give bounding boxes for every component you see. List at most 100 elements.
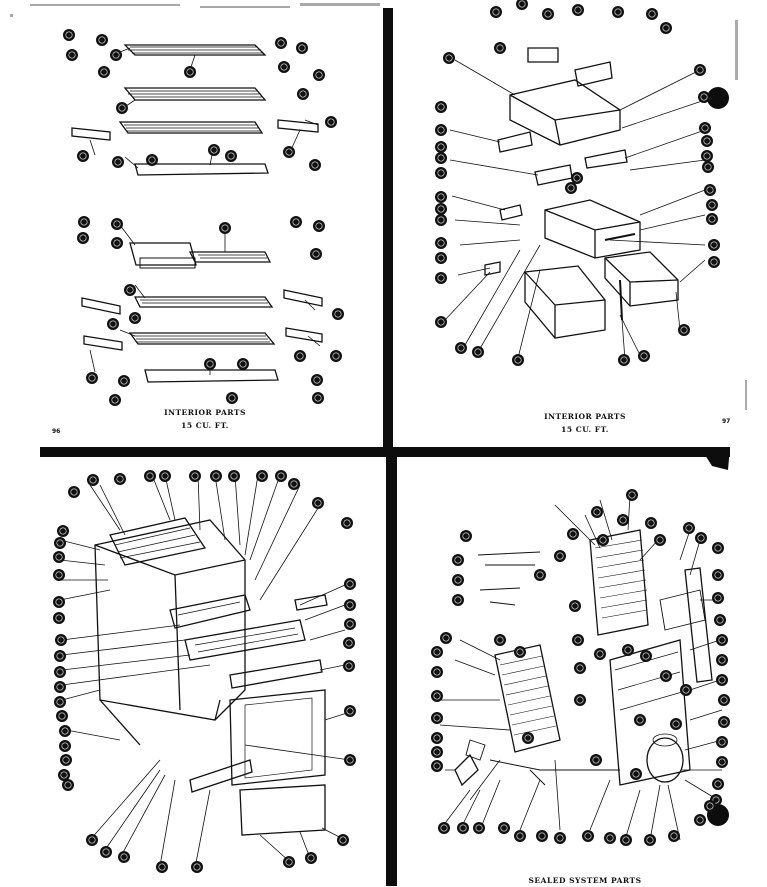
- callout-bubble: [435, 101, 447, 113]
- callout-bubble-ring: [703, 152, 711, 160]
- callout-bubble: [431, 746, 443, 758]
- callout-bubble: [62, 779, 74, 791]
- callout-bubble-ring: [708, 215, 716, 223]
- caption-line-1: INTERIOR PARTS: [164, 408, 246, 417]
- callout-bubble-ring: [61, 727, 69, 735]
- callout-bubble: [630, 768, 642, 780]
- callout-bubble-ring: [55, 571, 63, 579]
- callout-bubble-ring: [55, 614, 63, 622]
- callout-bubble-ring: [492, 8, 500, 16]
- callout-bubble: [111, 237, 123, 249]
- callout-bubble: [204, 358, 216, 370]
- callout-bubble: [571, 172, 583, 184]
- callout-bubble-ring: [437, 126, 445, 134]
- callout-bubble: [226, 392, 238, 404]
- callout-bubble-ring: [313, 376, 321, 384]
- caption-line-1: SEALED SYSTEM PARTS: [528, 876, 642, 885]
- callout-bubble: [536, 830, 548, 842]
- callout-bubble: [572, 634, 584, 646]
- page-number-right: 97: [722, 418, 731, 425]
- callout-bubble-ring: [88, 836, 96, 844]
- callout-bubble: [109, 394, 121, 406]
- callout-bubble-ring: [437, 216, 445, 224]
- callout-bubble: [494, 42, 506, 54]
- callout-bubble: [343, 637, 355, 649]
- compressor: [646, 733, 684, 783]
- callout-bubble-ring: [62, 756, 70, 764]
- callout-bubble-ring: [703, 137, 711, 145]
- callout-bubble: [53, 596, 65, 608]
- callout-bubble-ring: [56, 539, 64, 547]
- callout-bubble-ring: [720, 718, 728, 726]
- callout-bubble-ring: [80, 218, 88, 226]
- callout-bubble: [574, 662, 586, 674]
- callout-bubble-ring: [314, 394, 322, 402]
- callout-bubble-ring: [632, 770, 640, 778]
- page-number-left: 96: [52, 428, 61, 435]
- callout-bubble-ring: [193, 863, 201, 871]
- callout-bubble-ring: [718, 738, 726, 746]
- callout-bubble-ring: [70, 488, 78, 496]
- callout-bubble: [712, 592, 724, 604]
- callout-bubble: [622, 644, 634, 656]
- callout-bubble: [58, 769, 70, 781]
- callout-bubble-ring: [437, 143, 445, 151]
- callout-bubble: [144, 470, 156, 482]
- callout-bubble-ring: [701, 124, 709, 132]
- callout-bubble-ring: [712, 796, 720, 804]
- callout-bubble-ring: [620, 356, 628, 364]
- callout-bubble: [668, 830, 680, 842]
- callout-bubble-ring: [714, 594, 722, 602]
- callout-bubble-ring: [700, 93, 708, 101]
- callout-bubble: [118, 375, 130, 387]
- callout-bubble: [716, 674, 728, 686]
- callout-bubble: [309, 159, 321, 171]
- callout-bubble: [54, 681, 66, 693]
- callout-bubble: [718, 716, 730, 728]
- callout-bubble-ring: [576, 696, 584, 704]
- callout-bubble-ring: [622, 836, 630, 844]
- callout-bubble-ring: [454, 576, 462, 584]
- callout-bubble: [278, 61, 290, 73]
- callout-bubble-ring: [118, 104, 126, 112]
- callout-bubble-ring: [437, 154, 445, 162]
- callout-bubble-ring: [496, 44, 504, 52]
- callout-bubble-ring: [186, 68, 194, 76]
- callout-bubble: [716, 736, 728, 748]
- callout-bubble-ring: [596, 650, 604, 658]
- callout-bubble: [431, 712, 443, 724]
- callout-bubble: [431, 646, 443, 658]
- callout-bubble: [718, 694, 730, 706]
- callout-bubble-ring: [642, 652, 650, 660]
- callout-bubble-ring: [500, 824, 508, 832]
- callout-bubble-ring: [710, 241, 718, 249]
- shelf-part: [123, 44, 267, 56]
- callout-bubble: [435, 141, 447, 153]
- callout-bubble: [55, 634, 67, 646]
- callout-bubble: [344, 705, 356, 717]
- callout-bubble-ring: [619, 516, 627, 524]
- callout-bubble: [305, 852, 317, 864]
- callout-bubble-ring: [573, 174, 581, 182]
- callout-bubble: [683, 522, 695, 534]
- callout-bubble: [706, 213, 718, 225]
- callout-bubble: [60, 754, 72, 766]
- callout-bubble: [590, 754, 602, 766]
- caption-line-2: 15 CU. FT.: [181, 421, 229, 430]
- callout-bubble: [332, 308, 344, 320]
- callout-bubble-ring: [454, 556, 462, 564]
- callout-bubble-ring: [462, 532, 470, 540]
- callout-bubble: [225, 150, 237, 162]
- callout-bubble-ring: [437, 193, 445, 201]
- callout-bubble-ring: [55, 553, 63, 561]
- callout-bubble-ring: [624, 646, 632, 654]
- callout-bubble: [473, 822, 485, 834]
- callout-bubble-ring: [544, 10, 552, 18]
- callout-bubble: [435, 124, 447, 136]
- callout-bubble: [337, 834, 349, 846]
- callout-bubble: [660, 22, 672, 34]
- callout-bubble: [435, 152, 447, 164]
- cabinet-liner: [94, 519, 246, 746]
- callout-bubble: [77, 232, 89, 244]
- callout-bubble: [312, 497, 324, 509]
